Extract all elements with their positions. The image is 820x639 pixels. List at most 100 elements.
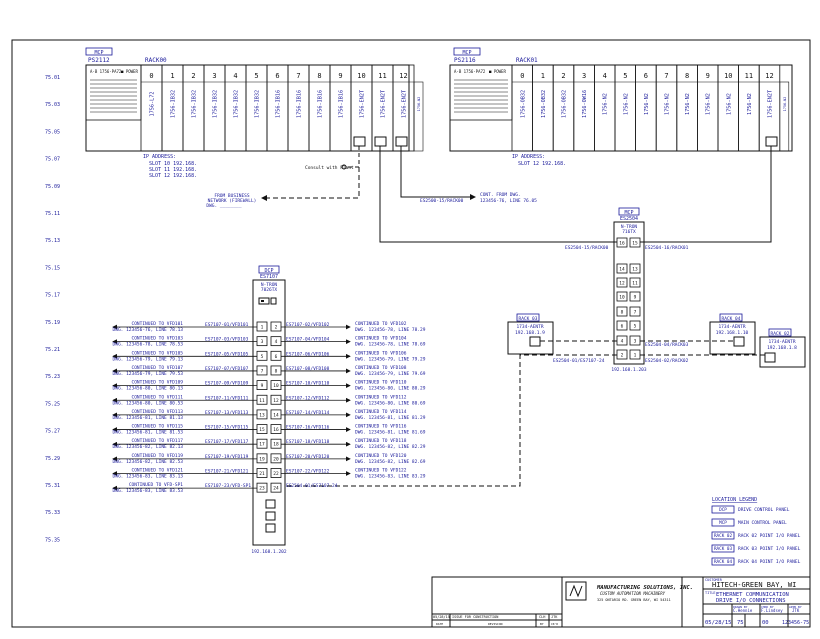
dcp-right-cont: CONTINUED TO VFD102 bbox=[355, 321, 407, 327]
es7107-port-number: 2 bbox=[275, 325, 278, 331]
company-addr: 325 ONTARIO RD. GREEN BAY, WI 54311 bbox=[597, 598, 671, 602]
dcp-right-dwg: DWG. 123456-79, LINE 79.69 bbox=[355, 371, 426, 377]
rack-slot-number: 12 bbox=[765, 72, 773, 80]
rack00-chassis: MCP PS2112 RACK00 A-B 1756-PA72 ■ POWER … bbox=[85, 47, 424, 179]
es2504-port-number: 11 bbox=[632, 281, 638, 287]
rev-text: ISSUE FOR CONSTRUCTION bbox=[452, 615, 498, 619]
es7107-port bbox=[256, 350, 268, 361]
dcp-right-cable: ES7107-22/VFD122 bbox=[286, 469, 330, 475]
rail-label: 75.01 bbox=[45, 75, 60, 81]
legend-tag: RACK 02 bbox=[714, 533, 733, 539]
dcp-left-cont: CONTINUED TO VFD113 bbox=[132, 409, 184, 415]
dcp-right-cable: ES7107-16/VFD116 bbox=[286, 425, 330, 431]
dcp-right-cable: ES7107-06/VFD106 bbox=[286, 351, 330, 357]
dcp-right-dwg: DWG. 123456-82, LINE 82.29 bbox=[355, 444, 426, 450]
rail-label: 75.11 bbox=[45, 211, 60, 217]
company-name: MANUFACTURING SOLUTIONS, INC. bbox=[596, 585, 693, 591]
es7107-id: ES7107 bbox=[260, 274, 278, 280]
rev-value: 00 bbox=[762, 620, 769, 626]
rack-slot-number: 9 bbox=[706, 72, 710, 80]
es7107-port bbox=[270, 468, 282, 478]
es7107-port bbox=[256, 482, 268, 493]
dcp-right-dwg: DWG. 123456-80, LINE 80.69 bbox=[355, 400, 426, 406]
dcp-left-dwg: DWG. 123456-78, LINE 78.53 bbox=[113, 342, 184, 348]
business-line3: DWG. ________ bbox=[206, 203, 242, 209]
rack-slot-module: 1756-N2 bbox=[603, 93, 609, 115]
dcp-left-cable: ES7107-09/VFD109 bbox=[205, 381, 249, 387]
es7107-port bbox=[256, 321, 268, 332]
rack-slot-module: 1756-IB16 bbox=[297, 90, 303, 118]
es2504-ip: 192.168.1.203 bbox=[611, 367, 647, 373]
dcp-left-dwg: DWG. 123456-83, LINE 83.53 bbox=[113, 488, 184, 494]
rack-slot-module: 1756-EN2T bbox=[402, 90, 408, 118]
col-rev: REVISION bbox=[488, 622, 503, 626]
dcp-left-cont: CONTINUED TO VFD107 bbox=[132, 365, 184, 371]
es2504-port bbox=[629, 291, 641, 302]
es2504-label-l1: ES2504-15/RACK00 bbox=[565, 245, 609, 251]
es2504-port bbox=[629, 237, 641, 248]
checked-value: F.Lindsey bbox=[761, 608, 783, 613]
legend-tag-box bbox=[711, 557, 735, 566]
rack-slot-number: 11 bbox=[378, 72, 386, 80]
rack-end-cap-label: 1756-N2 bbox=[417, 97, 421, 112]
rack-slot-module: 1756-IB32 bbox=[234, 90, 240, 118]
legend-tag-box bbox=[711, 531, 735, 540]
es7107-port-number: 12 bbox=[273, 398, 279, 404]
es2504-tag: MCP bbox=[624, 210, 633, 216]
col-date: DATE bbox=[436, 622, 443, 626]
es7107-port-number: 11 bbox=[259, 398, 265, 404]
rack-slot-module: 1756-N2 bbox=[747, 93, 753, 115]
rack-slot-number: 2 bbox=[561, 72, 565, 80]
business-line1: FROM BUSINESS bbox=[214, 193, 250, 199]
rack-slot-module: 1756-N2 bbox=[623, 93, 629, 115]
es7107-port-number: 20 bbox=[273, 456, 279, 462]
es2504-port bbox=[629, 277, 641, 288]
es7107-model-1: N-TRON bbox=[261, 282, 278, 288]
rail-label: 75.03 bbox=[45, 102, 60, 108]
rack-slot-number: 4 bbox=[233, 72, 237, 80]
rack-end-cap-label: 1756-N2 bbox=[783, 97, 787, 112]
es7107-port-number: 1 bbox=[261, 325, 264, 331]
rack00-name: RACK00 bbox=[145, 57, 167, 64]
rack-slot-module: 1756-N2 bbox=[726, 93, 732, 115]
dcp-left-dwg: DWG. 123456-82, LINE 82.13 bbox=[113, 444, 184, 450]
rack00-ip-title: IP ADDRESS: bbox=[143, 154, 176, 160]
rack01-name: RACK01 bbox=[516, 57, 538, 64]
dcp-left-dwg: DWG. 123456-81, LINE 81.13 bbox=[113, 415, 184, 421]
dcp-right-dwg: DWG. 123456-78, LINE 78.29 bbox=[355, 327, 426, 333]
rack00-ip-slot12: SLOT 12 192.168. bbox=[149, 173, 197, 179]
business-line2: NETWORK (FIREWALL) bbox=[208, 198, 257, 204]
rack-slot-module: 1756-N2 bbox=[665, 93, 671, 115]
rack-slot-number: 9 bbox=[338, 72, 342, 80]
consult-note: Consult with Plant bbox=[305, 165, 354, 171]
es7107-tag: DCP bbox=[264, 268, 273, 274]
es7107-port bbox=[256, 336, 268, 347]
dcp-right-dwg: DWG. 123456-82, LINE 82.69 bbox=[355, 459, 426, 465]
es2504-port bbox=[616, 277, 628, 288]
rail-label: 75.19 bbox=[45, 320, 60, 326]
es7107-port-number: 14 bbox=[273, 412, 279, 418]
rack-slot-number: 12 bbox=[399, 72, 407, 80]
es7107-port-number: 23 bbox=[259, 486, 265, 492]
rack01-slots: 01756-OB3211756-OB3221756-OB3231756-OW16… bbox=[511, 64, 790, 152]
es2504-port-number: 16 bbox=[619, 241, 625, 247]
dcp-left-cont: CONTINUED TO VFD109 bbox=[132, 380, 184, 386]
rack-slot-module: 1756-OW16 bbox=[582, 90, 588, 118]
rail-label: 75.05 bbox=[45, 129, 60, 135]
col-by: BY bbox=[540, 622, 544, 626]
dcp-left-cont: CONTINUED TO VFD103 bbox=[132, 336, 184, 342]
rack-slot-number: 1 bbox=[170, 72, 174, 80]
rack-slot-module: 1756-IB16 bbox=[276, 90, 282, 118]
rack02-model: 1734-AENTR bbox=[768, 339, 795, 345]
es2504-port-number: 12 bbox=[619, 281, 625, 287]
dcp-left-cable: ES7107-19/VFD119 bbox=[205, 454, 249, 460]
dcp-right-cable: ES7107-14/VFD114 bbox=[286, 410, 330, 416]
company-logo-mark bbox=[569, 584, 583, 598]
rack-slot-number: 11 bbox=[745, 72, 753, 80]
dcp-right-cont: CONTINUED TO VFD104 bbox=[355, 336, 407, 342]
rack-slot-number: 0 bbox=[520, 72, 524, 80]
es7107-port-number: 6 bbox=[275, 354, 278, 360]
rack04-adapter: RACK 04 1734-AENTR 192.168.1.10 bbox=[709, 313, 756, 355]
